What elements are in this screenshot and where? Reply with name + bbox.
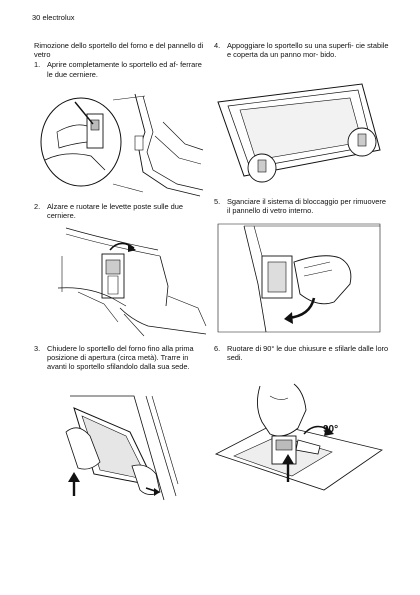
figure-2-lever-rotation: [48, 226, 208, 338]
step-number: 1.: [34, 60, 41, 70]
step-text: Appoggiare lo sportello su una superfi- …: [227, 41, 389, 60]
step-number: 6.: [214, 344, 221, 353]
page-number: 30: [32, 13, 41, 22]
left-column-block-2: 2. Alzare e ruotare le levette poste sul…: [34, 202, 209, 220]
step-1: 1. Aprire completamente lo sportello ed …: [34, 60, 209, 78]
page-header: 30 electrolux: [32, 13, 75, 22]
step-number: 4.: [214, 41, 221, 50]
step-text: Alzare e ruotare le levette poste sulle …: [47, 202, 183, 221]
step-6: 6. Ruotare di 90° le due chiusure e sfil…: [214, 344, 389, 362]
step-text: Sganciare il sistema di bloccaggio per r…: [227, 197, 386, 216]
step-4: 4. Appoggiare lo sportello su una superf…: [214, 41, 389, 59]
step-2: 2. Alzare e ruotare le levette poste sul…: [34, 202, 209, 220]
step-number: 2.: [34, 202, 41, 211]
figure-3-remove-door: [60, 392, 180, 502]
figure-6-rotate-closures: 90°: [214, 380, 384, 500]
right-column-block-4: 4. Appoggiare lo sportello su una superf…: [214, 41, 389, 59]
step-3: 3. Chiudere lo sportello del forno fino …: [34, 344, 209, 372]
left-column-block-3: 3. Chiudere lo sportello del forno fino …: [34, 344, 209, 372]
step-text: Aprire completamente lo sportello ed af-…: [47, 60, 202, 79]
angle-label: 90°: [323, 424, 339, 435]
right-column-block-6: 6. Ruotare di 90° le due chiusure e sfil…: [214, 344, 389, 362]
brand-name: electrolux: [42, 13, 75, 22]
figure-4-door-on-surface: [214, 76, 384, 188]
figure-1-hinge-grip: [35, 92, 205, 200]
right-column-block-5: 5. Sganciare il sistema di bloccaggio pe…: [214, 197, 389, 215]
step-number: 5.: [214, 197, 221, 206]
figure-5-unlock-glass: [214, 222, 384, 334]
step-5: 5. Sganciare il sistema di bloccaggio pe…: [214, 197, 389, 215]
step-text: Ruotare di 90° le due chiusure e sfilarl…: [227, 344, 389, 363]
step-text: Chiudere lo sportello del forno fino all…: [47, 344, 194, 372]
section-title: Rimozione dello sportello del forno e de…: [34, 41, 204, 60]
step-number: 3.: [34, 344, 41, 353]
left-column-block-1: Rimozione dello sportello del forno e de…: [34, 41, 209, 79]
